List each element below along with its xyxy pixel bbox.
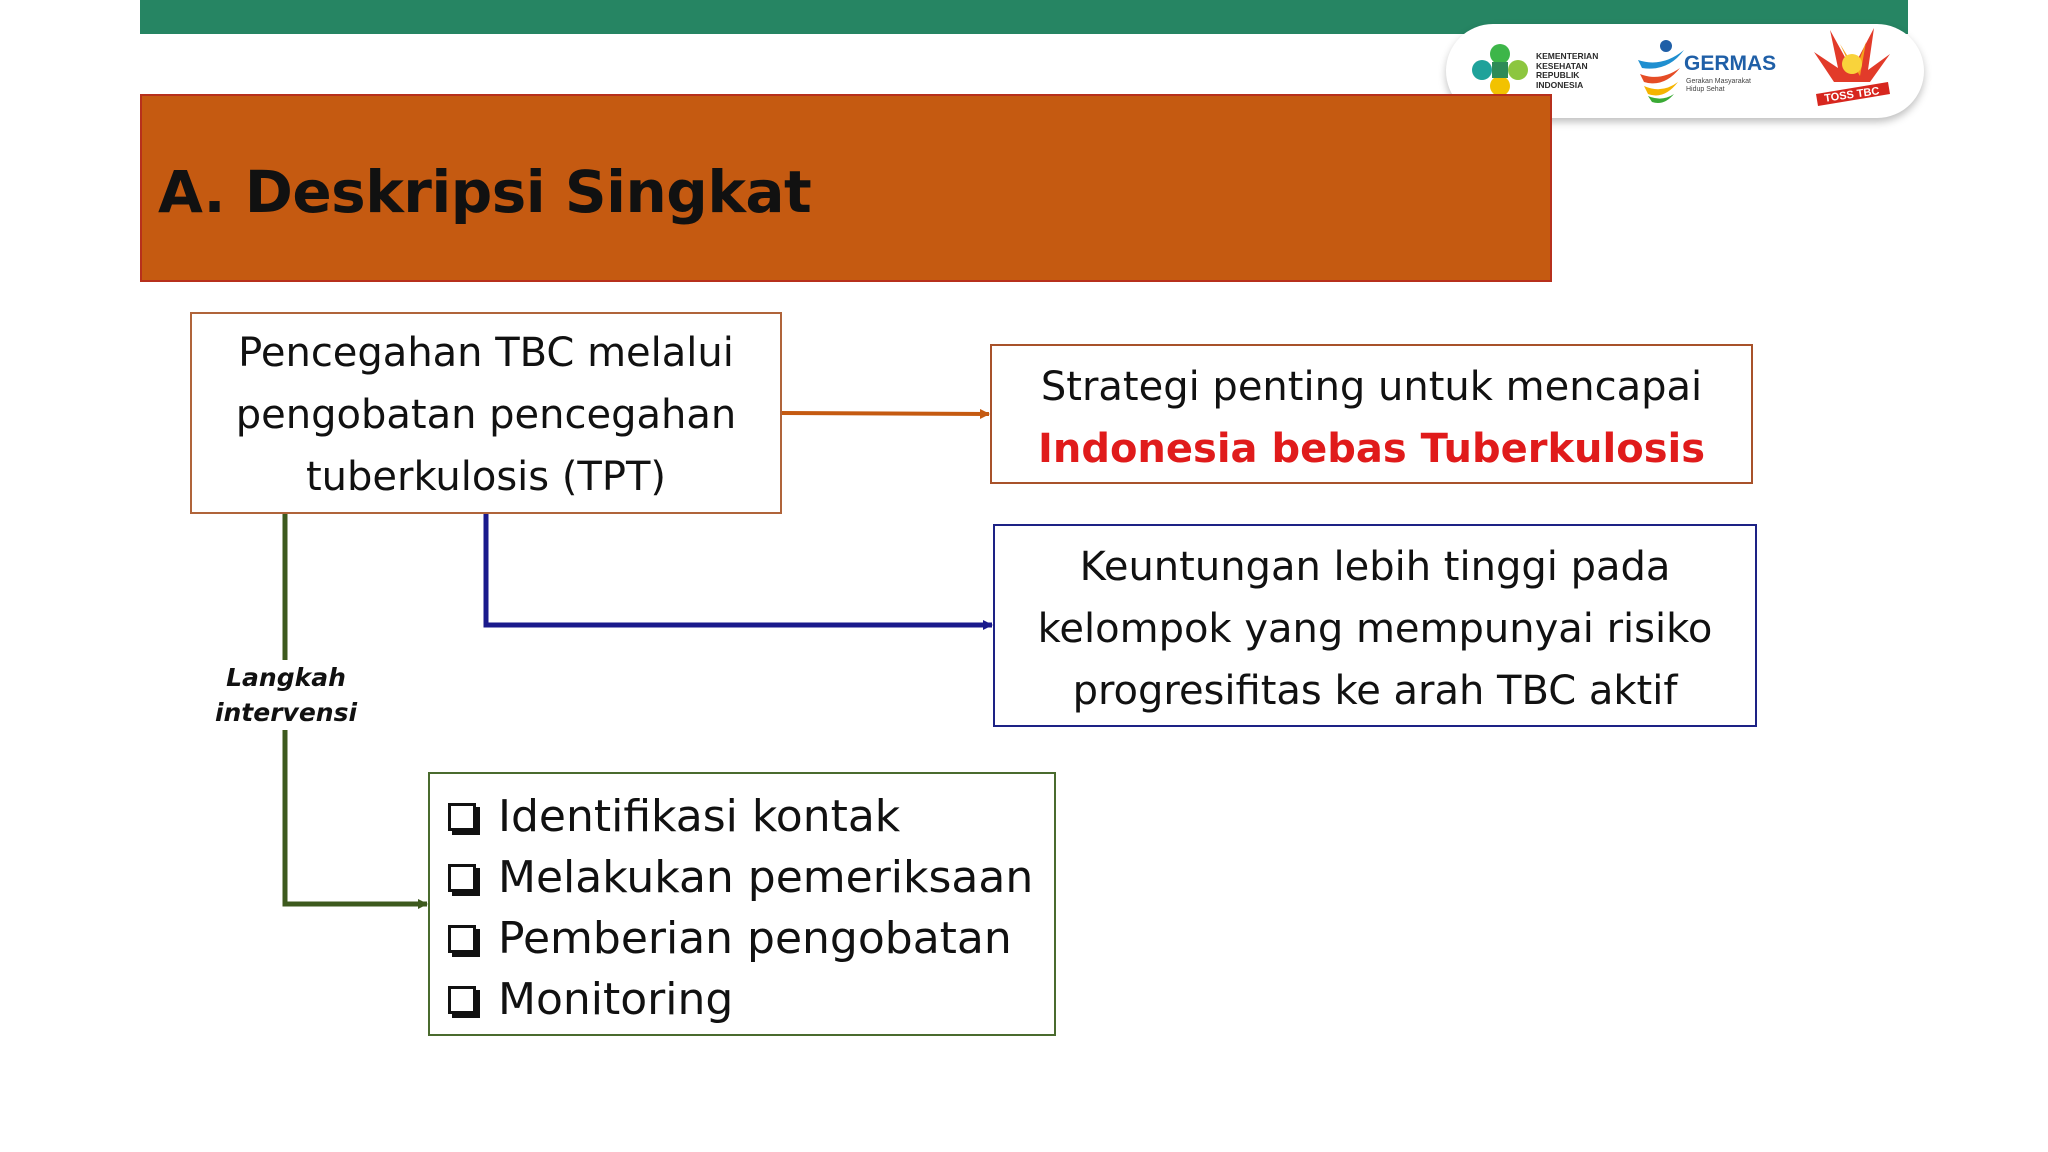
step-item: Pemberian pengobatan <box>448 908 1054 969</box>
toss-tbc-logo-icon: TOSS TBC <box>1814 28 1890 106</box>
benefit-line: kelompok yang mempunyai risiko <box>1037 606 1713 652</box>
tpt-line: tuberkulosis (TPT) <box>305 454 667 500</box>
section-title: A. Deskripsi Singkat <box>158 158 812 226</box>
benefit-line: Keuntungan lebih tinggi pada <box>1079 544 1671 590</box>
step-item: Monitoring <box>448 969 1054 1030</box>
arrow-to-strategy <box>781 408 990 419</box>
germas-logo-subtitle: Gerakan Masyarakat Hidup Sehat <box>1686 78 1751 93</box>
tpt-line: Pencegahan TBC melalui <box>238 330 734 376</box>
intervention-label-line: Langkah <box>226 663 346 692</box>
steps-box: Identifikasi kontak Melakukan pemeriksaa… <box>428 772 1056 1036</box>
step-label: Monitoring <box>498 973 734 1025</box>
checkbox-icon <box>448 985 476 1014</box>
germas-logo-icon <box>1638 40 1684 103</box>
tpt-box: Pencegahan TBC melalui pengobatan penceg… <box>190 312 782 514</box>
step-label: Pemberian pengobatan <box>498 912 1012 964</box>
kemenkes-logo-icon <box>1472 44 1528 96</box>
benefit-line: progresifitas ke arah TBC aktif <box>1072 668 1678 714</box>
checkbox-icon <box>448 802 476 831</box>
strategy-line: Strategi penting untuk mencapai <box>1040 364 1703 410</box>
intervention-label-line: intervensi <box>214 698 358 727</box>
tpt-line: pengobatan pencegahan <box>235 392 737 438</box>
checkbox-icon <box>448 924 476 953</box>
arrow-to-steps <box>282 495 428 909</box>
benefit-box: Keuntungan lebih tinggi pada kelompok ya… <box>993 524 1757 727</box>
checkbox-icon <box>448 863 476 892</box>
kemenkes-logo-text: KEMENTERIAN KESEHATAN REPUBLIK INDONESIA <box>1536 51 1599 90</box>
step-label: Identifikasi kontak <box>498 790 901 842</box>
intervention-label: Langkah intervensi <box>196 660 376 730</box>
step-item: Identifikasi kontak <box>448 786 1054 847</box>
strategy-highlight: Indonesia bebas Tuberkulosis <box>1037 426 1706 472</box>
strategy-box: Strategi penting untuk mencapai Indonesi… <box>990 344 1753 484</box>
step-item: Melakukan pemeriksaan <box>448 847 1054 908</box>
step-label: Melakukan pemeriksaan <box>498 851 1034 903</box>
germas-logo-title: GERMAS <box>1684 52 1777 75</box>
arrow-to-benefit <box>483 514 993 630</box>
section-header: A. Deskripsi Singkat <box>140 94 1552 282</box>
